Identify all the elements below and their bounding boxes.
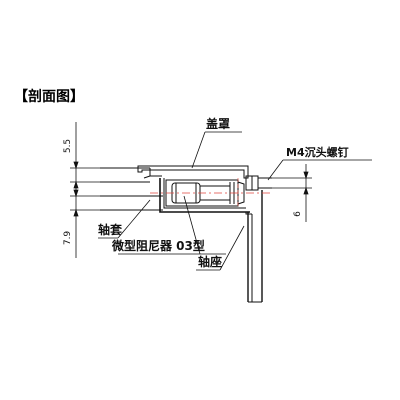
- right-dimension: [264, 164, 312, 222]
- label-seat: 轴座: [198, 254, 222, 269]
- cover-inner-step: [149, 168, 162, 177]
- drawing-title: 【剖面图】: [14, 89, 84, 105]
- dimension-right: 6: [293, 211, 303, 217]
- main-structure: [100, 165, 272, 303]
- damper-end: [237, 181, 245, 205]
- label-sleeve: 轴套: [98, 222, 123, 237]
- label-cover: 盖罩: [206, 116, 230, 131]
- sleeve-inner: [163, 178, 246, 209]
- cover-outline: [137, 165, 249, 179]
- sleeve-outer: [159, 178, 250, 213]
- label-damper: 微型阻尼器 03型: [111, 238, 205, 253]
- leader-lines: [98, 131, 372, 271]
- dimension-upper: 5.5: [63, 139, 73, 153]
- label-screw: M4沉头螺钉: [286, 145, 349, 159]
- dimension-lower: 7.9: [63, 231, 73, 246]
